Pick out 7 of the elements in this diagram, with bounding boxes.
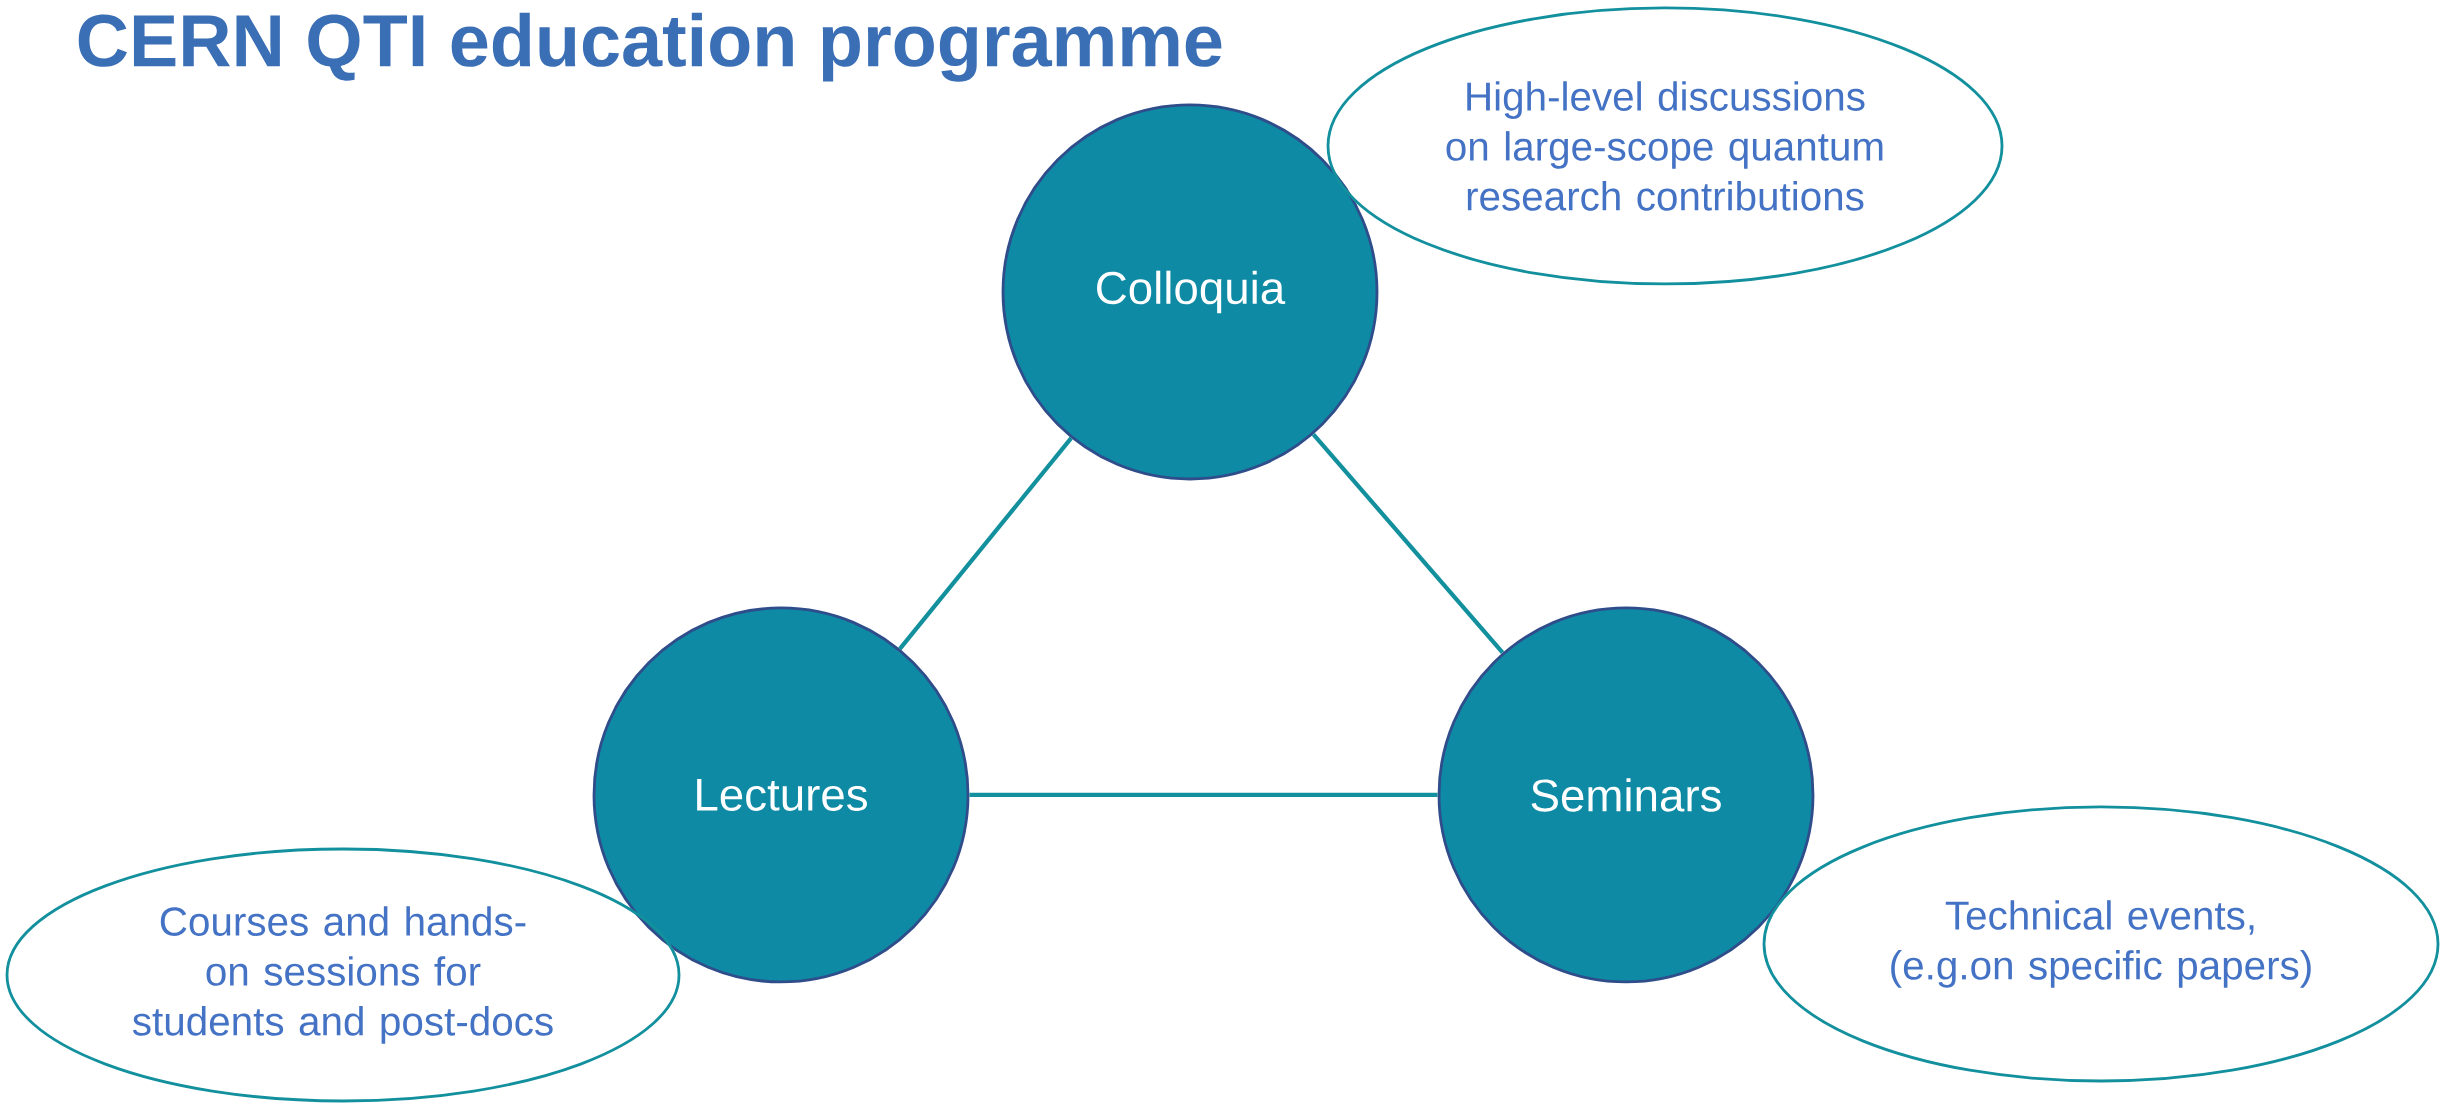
circle-node: Colloquia bbox=[1001, 103, 1379, 481]
circle-node: Lectures bbox=[592, 606, 970, 984]
connector-line bbox=[969, 792, 1438, 798]
circle-node: Seminars bbox=[1437, 606, 1815, 984]
connector-line bbox=[1311, 432, 1505, 654]
connector-line bbox=[898, 436, 1073, 651]
title: CERN QTI education programme bbox=[78, 12, 1222, 82]
